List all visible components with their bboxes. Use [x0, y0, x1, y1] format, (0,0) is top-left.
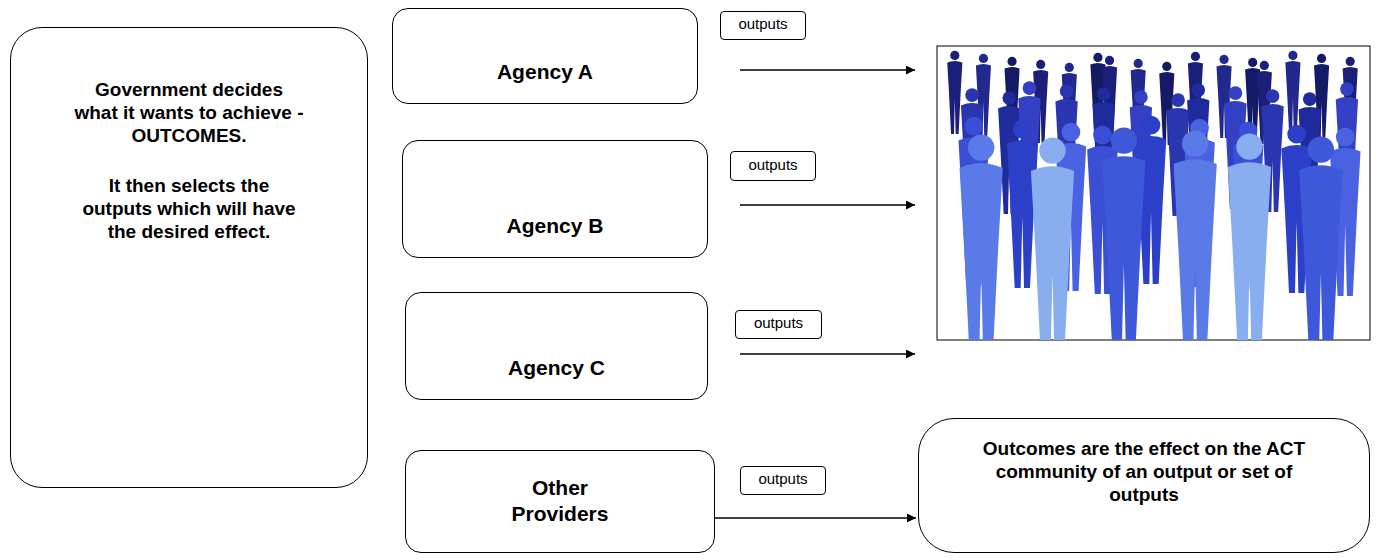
person-head [1002, 91, 1016, 105]
agency-box: Agency A [392, 8, 698, 104]
box-text: Agency B [507, 213, 604, 239]
person-body [1007, 140, 1038, 288]
person-head [1260, 61, 1269, 70]
person-head [1308, 136, 1334, 162]
output-label: outputs [758, 470, 807, 488]
agency-box: Agency B [402, 140, 708, 258]
person-head [1229, 86, 1243, 100]
outcome-box: Outcomes are the effect on the ACT commu… [918, 418, 1370, 553]
person-body [960, 163, 1003, 340]
person-head [1303, 92, 1317, 106]
person-body [1174, 159, 1217, 340]
person-head [1093, 53, 1102, 62]
person-body [947, 61, 962, 134]
person-head [1336, 128, 1355, 147]
person-head [1182, 130, 1208, 156]
output-label: outputs [754, 314, 803, 332]
person-head [1191, 52, 1200, 61]
provider-box: Other Providers [405, 450, 715, 553]
person-head [1105, 56, 1114, 65]
agency-box: Agency C [405, 292, 708, 400]
person-head [1134, 90, 1148, 104]
output-label: outputs [748, 156, 797, 174]
goal-box: Government decides what it wants to achi… [10, 27, 368, 488]
person-head [950, 51, 959, 60]
person-body [1102, 156, 1145, 340]
person-head [1266, 89, 1280, 103]
person-head [968, 134, 994, 160]
person-head [1287, 125, 1306, 144]
person-body [1285, 61, 1300, 134]
box-text: Agency C [508, 355, 605, 381]
person-head [1236, 133, 1262, 159]
person-head [1340, 82, 1354, 96]
output-tag: outputs [730, 151, 816, 181]
person-head [1134, 59, 1143, 68]
box-text: Outcomes are the effect on the ACT commu… [964, 437, 1324, 507]
person-head [1346, 57, 1355, 66]
person-head [1007, 57, 1016, 66]
person-head [1142, 116, 1161, 135]
output-tag: outputs [720, 11, 806, 40]
person-body [1228, 162, 1271, 340]
person-head [1023, 81, 1037, 95]
output-tag: outputs [735, 310, 822, 339]
output-arrow [740, 204, 915, 206]
box-text: Other Providers [485, 475, 635, 526]
person-head [1191, 83, 1205, 97]
person-head [1097, 87, 1111, 101]
output-arrow [740, 353, 915, 355]
connector-arrow [715, 517, 916, 519]
box-text: Agency A [497, 59, 593, 85]
person-head [1036, 60, 1045, 69]
person-head [1162, 62, 1171, 71]
person-head [1111, 127, 1137, 153]
person-head [1013, 120, 1032, 139]
person-head [1219, 55, 1228, 64]
person-head [964, 117, 983, 136]
person-head [965, 88, 979, 102]
person-head [1288, 51, 1297, 60]
person-head [1060, 84, 1074, 98]
person-head [1317, 54, 1326, 63]
person-head [1065, 63, 1074, 72]
box-text: Government decides what it wants to achi… [74, 78, 304, 148]
person-body [1031, 166, 1074, 340]
person-head [1171, 93, 1185, 107]
output-tag: outputs [740, 466, 826, 495]
output-arrow [740, 69, 915, 71]
person-body [1299, 165, 1342, 340]
box-text: It then selects the outputs which will h… [74, 174, 304, 244]
person-head [1062, 123, 1081, 142]
person-head [1093, 126, 1112, 145]
person-head [979, 54, 988, 63]
output-label: outputs [738, 15, 787, 33]
people-illustration [947, 51, 1360, 340]
person-head [1248, 58, 1257, 67]
person-head [1039, 137, 1065, 163]
